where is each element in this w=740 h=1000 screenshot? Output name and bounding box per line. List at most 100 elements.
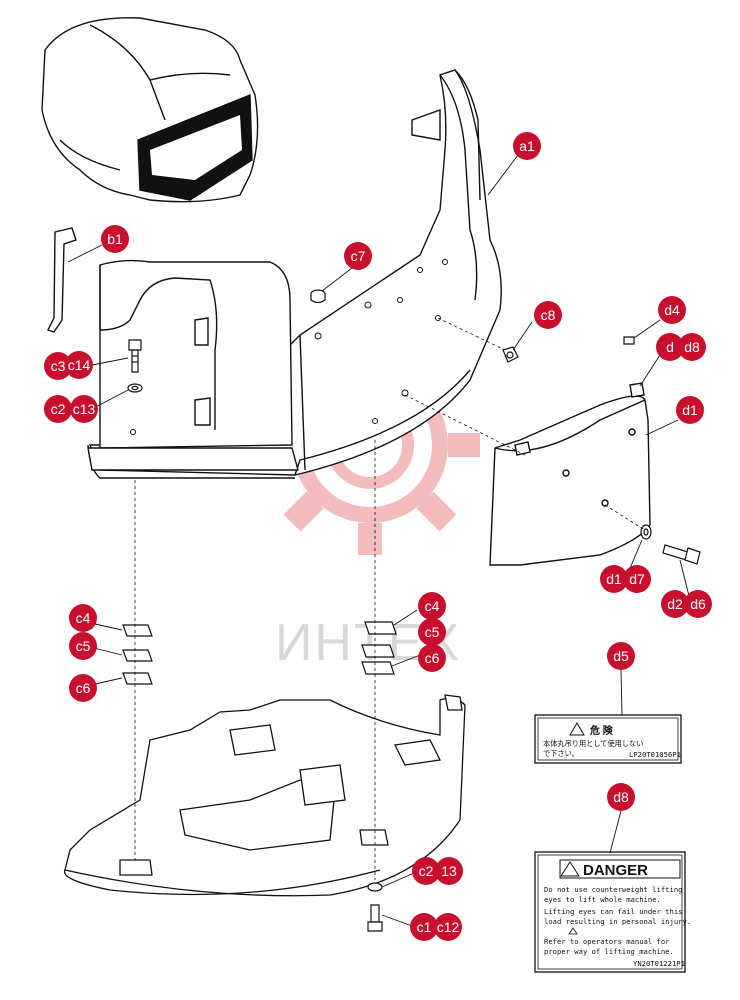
decal-d5-line1: 本体丸吊り用として使用しない	[543, 739, 643, 748]
callout-d4: d4	[658, 296, 686, 324]
callout-label: c2	[51, 401, 66, 417]
callout-label: d5	[613, 648, 629, 664]
callout-bubble	[69, 604, 97, 632]
callout-label: 13	[441, 863, 457, 879]
callout-c4r: c4	[418, 592, 446, 620]
warning-triangle-icon	[569, 722, 585, 736]
callout-bubble	[410, 913, 438, 941]
counterweight-d1	[489, 382, 651, 566]
callout-label: c4	[76, 610, 91, 626]
callout-bubble	[412, 857, 440, 885]
washer-d7	[640, 524, 652, 540]
callout-bubble	[44, 352, 72, 380]
callout-bubble	[44, 395, 72, 423]
decal-d8-code: YN20T01221P1	[633, 959, 685, 968]
callout-bubble	[418, 592, 446, 620]
danger-triangle-icon	[560, 861, 580, 877]
decal-d8-line-4: Refer to operators manual for	[544, 937, 670, 946]
counterweight-left-block	[87, 259, 299, 471]
callout-label: c5	[425, 624, 440, 640]
callout-label: d8	[613, 789, 629, 805]
callout-bubble	[65, 351, 93, 379]
machine-thumbnail	[41, 17, 259, 203]
callout-c2b: c2	[412, 857, 440, 885]
callout-c5r: c5	[418, 618, 446, 646]
nut-c8	[502, 346, 519, 363]
decal-d8-line-3: load resulting in personal injury.	[544, 917, 691, 926]
plug-c7	[310, 289, 326, 304]
callout-bubble	[101, 225, 129, 253]
callout-bubble	[434, 913, 462, 941]
callout-label: d2	[667, 596, 683, 612]
callout-d1: d1	[676, 396, 704, 424]
callout-d2: d2	[661, 590, 689, 618]
callout-bubble	[658, 296, 686, 324]
callout-bubble	[607, 783, 635, 811]
callout-label: c5	[76, 638, 91, 654]
callout-label: c12	[437, 919, 460, 935]
decal-d5-code: LP20T01056P1	[629, 750, 681, 759]
callout-d7: d7	[623, 565, 651, 593]
nut-c2-bottom	[367, 882, 383, 892]
callout-c8: c8	[534, 301, 562, 329]
plug-d4	[623, 336, 635, 345]
leader-lines	[67, 154, 691, 927]
callout-bubble	[69, 632, 97, 660]
bolt-c14	[128, 339, 142, 373]
callout-bubble	[607, 642, 635, 670]
strap-b1	[47, 227, 77, 333]
callout-label: d7	[629, 571, 645, 587]
decal-d8-line-0: Do not use counterweight lifting	[544, 885, 682, 894]
callout-bubble	[623, 565, 651, 593]
callout-label: d6	[690, 596, 706, 612]
callout-label: d1	[682, 402, 698, 418]
callout-label: c2	[419, 863, 434, 879]
callout-c5l: c5	[69, 632, 97, 660]
callout-label: d4	[664, 302, 680, 318]
callout-d3: d	[656, 333, 684, 361]
callout-label: c13	[73, 401, 96, 417]
callout-label: d8	[684, 339, 700, 355]
decal-d8-line-2: Lifting eyes can fail under this	[544, 907, 682, 916]
callout-c13: c13	[70, 395, 98, 423]
assembly-lines	[134, 317, 646, 880]
callout-label: d	[666, 339, 674, 355]
callout-bubble	[418, 618, 446, 646]
callout-label: c6	[425, 650, 440, 666]
shims-right	[361, 621, 397, 675]
callout-c6l: c6	[69, 674, 97, 702]
callout-bubble	[600, 565, 628, 593]
callout-c13b: 13	[435, 857, 463, 885]
callout-c1: c1	[410, 913, 438, 941]
decal-d5: 危 険 本体丸吊り用として使用しない で下さい。 LP20T01056P1	[534, 714, 682, 764]
callout-label: c8	[541, 307, 556, 323]
callout-bubble	[534, 301, 562, 329]
decal-d5-line2: で下さい。	[543, 749, 579, 758]
callout-bubble	[418, 644, 446, 672]
callout-bubble	[69, 674, 97, 702]
callout-label: c1	[417, 919, 432, 935]
bolt-d6	[662, 544, 701, 565]
callout-bubble	[344, 242, 372, 270]
shims-left	[122, 624, 153, 685]
decal-d8-line-5: proper way of lifting machine.	[544, 947, 674, 956]
small-warning-icon	[568, 927, 578, 935]
decal-d8: DANGER Do not use counterweight lifting …	[534, 851, 691, 973]
callout-c3: c3	[44, 352, 72, 380]
callout-d8a: d8	[678, 333, 706, 361]
callout-bubble	[676, 396, 704, 424]
bolt-c12	[367, 904, 383, 932]
callout-bubble	[661, 590, 689, 618]
callout-bubble	[70, 395, 98, 423]
upper-frame	[63, 694, 466, 897]
callout-label: c14	[68, 357, 91, 373]
callout-bubble	[678, 333, 706, 361]
callout-d1b: d1	[600, 565, 628, 593]
callout-d5: d5	[607, 642, 635, 670]
callout-d8b: d8	[607, 783, 635, 811]
callout-label: b1	[107, 231, 123, 247]
callout-c12: c12	[434, 913, 462, 941]
